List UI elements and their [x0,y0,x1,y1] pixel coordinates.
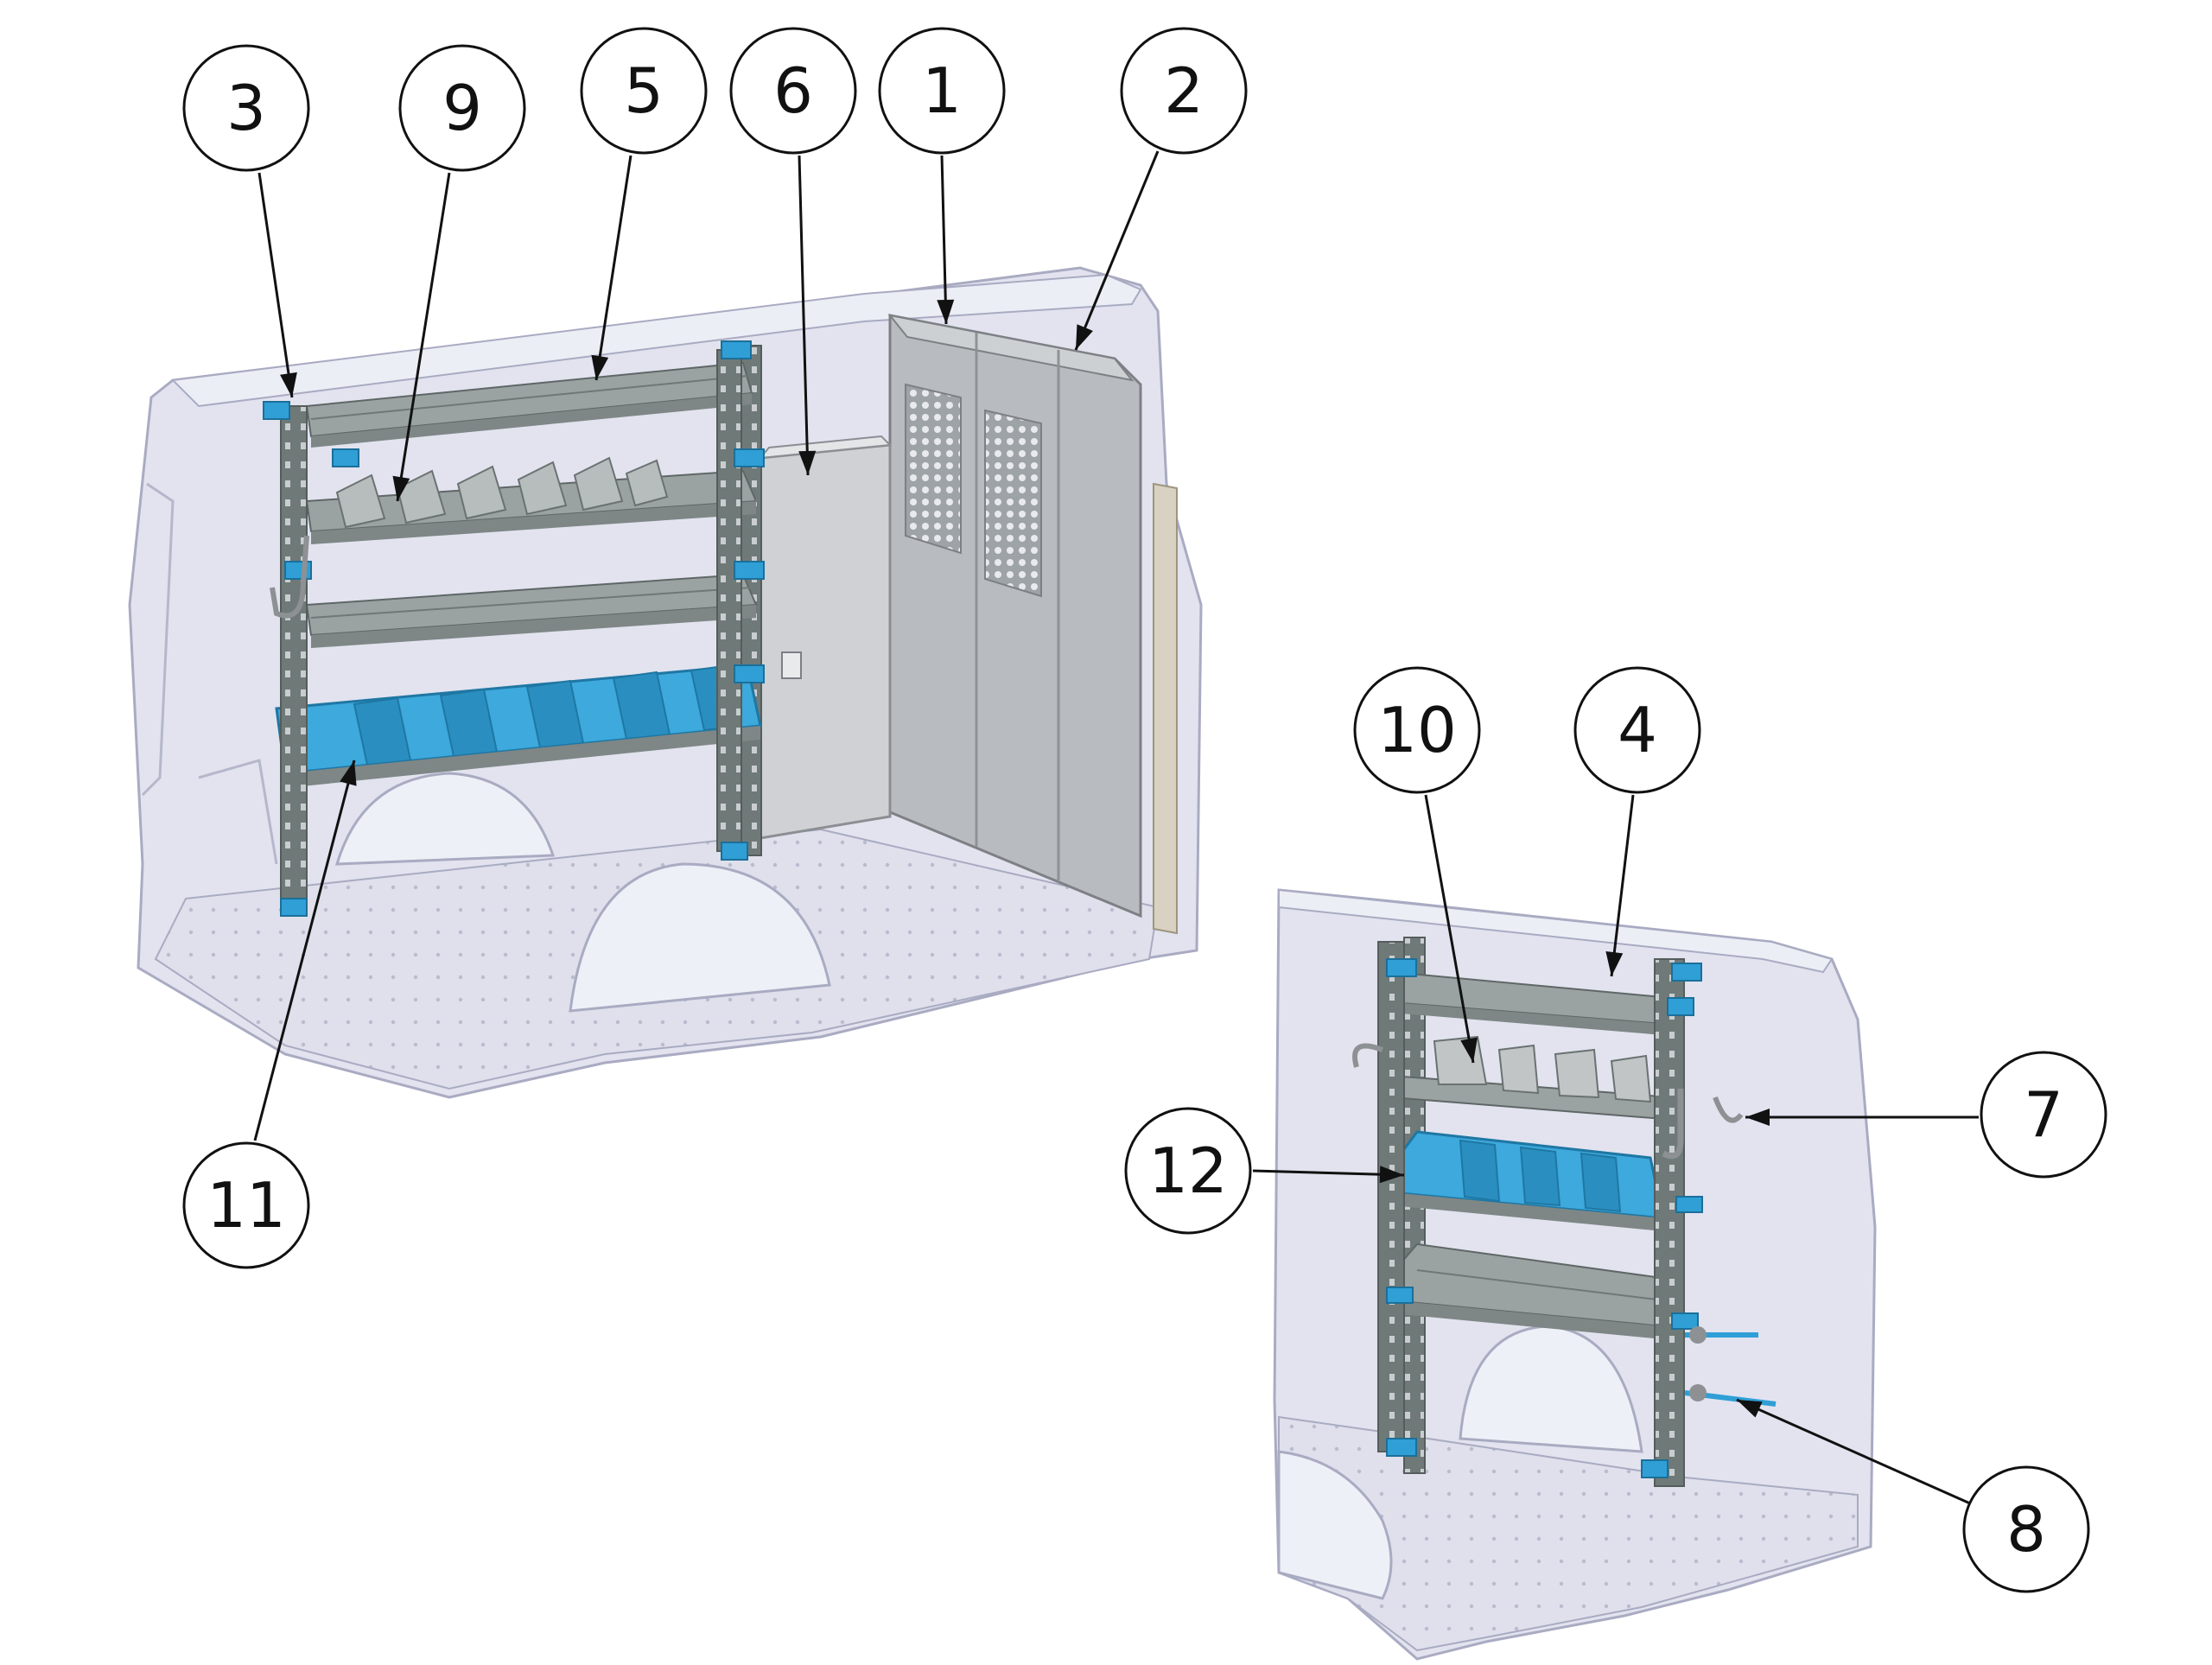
right-hook-small [1713,1096,1744,1123]
upright-front-left-r [1377,941,1405,1452]
callout-4: 4 [1573,666,1701,977]
callout-7: 7 [1745,1051,2107,1179]
left-wheel-well-rear [569,862,831,1013]
callout-number: 5 [624,54,664,127]
right-shelf-brackets [1386,958,1703,1478]
right-van-roof [1278,888,1834,974]
left-shelving-unit [263,340,765,917]
callout-9: 9 [392,44,526,502]
storage-cabinet [758,435,893,840]
callout-number: 9 [442,72,482,144]
callout-circle [878,27,1006,155]
right-shelving-unit [1352,937,1777,1487]
right-shelf-dividers [1390,1035,1674,1121]
callout-circle [1573,666,1701,794]
callout-number: 7 [2024,1078,2063,1151]
callout-5: 5 [580,27,708,381]
leader-line [940,155,948,325]
partition-mesh-left [905,383,962,555]
callout-circle [580,27,708,155]
arrowhead [1737,1400,1763,1418]
leader-line [1074,150,1160,351]
callout-circle [398,44,526,172]
right-van-floor [1278,1415,1859,1652]
right-hook-large [1662,1089,1684,1160]
right-wheel-well-rear [1277,1450,1393,1600]
callout-number: 4 [1618,694,1657,766]
left-van-view [128,266,1203,1099]
callout-number: 1 [922,54,962,127]
callout-number: 12 [1148,1134,1228,1207]
left-van-roof [170,273,1142,408]
callout-number: 11 [207,1169,286,1242]
callout-circle [1120,27,1248,155]
right-hook-left [1352,1043,1384,1068]
callout-2: 2 [1074,27,1248,351]
leader-line [257,172,294,398]
leader-line [1610,794,1635,977]
arrowhead [1745,1109,1770,1126]
leader-line [1252,1169,1405,1177]
left-shelf-brackets [263,340,765,917]
arrowhead [280,372,297,397]
shelf-bottom-with-bins [275,664,762,788]
callout-12: 12 [1124,1107,1405,1235]
arrowhead [798,450,817,475]
bulkhead-partition [887,314,1142,918]
leader-line [798,155,810,476]
callout-11: 11 [182,759,357,1269]
callout-8: 8 [1736,1398,2090,1593]
leader-line [396,172,451,502]
callout-number: 8 [2006,1493,2046,1566]
shelf-third [305,573,758,648]
right-shelf-bins [1389,1130,1665,1231]
callout-number: 2 [1164,54,1204,127]
right-van-view [1273,888,1877,1661]
callout-3: 3 [182,44,310,398]
callout-circle [1353,666,1481,794]
arrowhead [1605,951,1624,976]
callout-number: 10 [1377,694,1457,766]
callout-circle [729,27,857,155]
arrowhead [1460,1037,1478,1063]
arrowhead [591,354,609,380]
upright-front-right [716,349,742,852]
arrowhead [340,760,357,786]
left-wheel-well-front [334,772,556,866]
arrowhead [1379,1166,1404,1184]
shelf-second-with-dividers [305,456,758,544]
callout-number: 6 [773,54,813,127]
upright-front-right-r [1654,958,1685,1487]
partition-mesh-right [984,409,1042,598]
upright-front-left [280,405,308,917]
leader-line [594,155,632,381]
callout-circle [182,1141,310,1269]
arrowhead [1076,324,1093,350]
leader-line [253,759,356,1141]
leader-line [1424,794,1475,1064]
leader-line [1736,1398,1971,1505]
callout-circle [1980,1051,2107,1179]
callout-1: 1 [878,27,1006,325]
callout-circle [1124,1107,1252,1235]
left-hook [270,535,309,619]
callout-circle [1962,1465,2090,1593]
callout-6: 6 [729,27,857,476]
arrowhead [392,475,410,501]
callout-circle [182,44,310,172]
callout-number: 3 [226,72,266,144]
callout-10: 10 [1353,666,1481,1064]
arrowhead [937,299,955,324]
